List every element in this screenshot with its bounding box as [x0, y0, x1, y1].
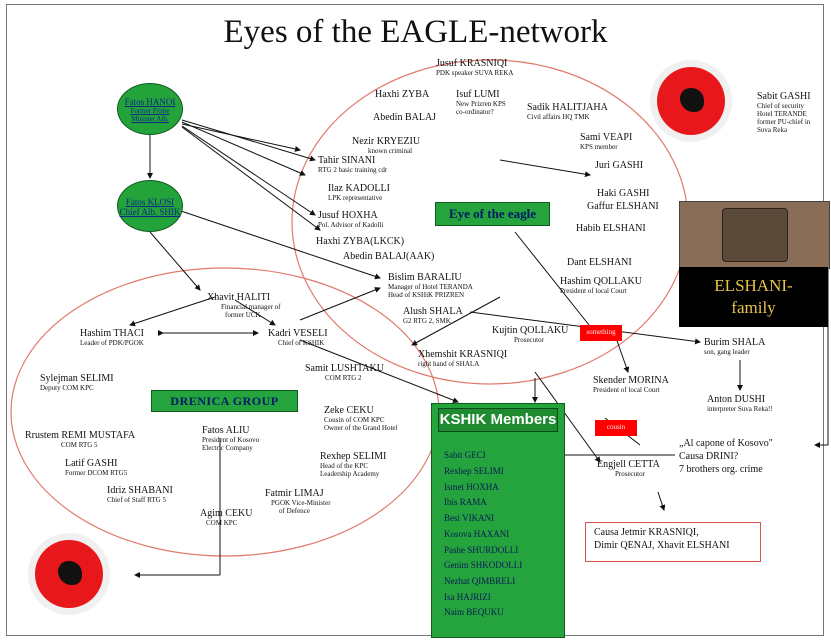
node-role: Chief Alb. SHIK — [119, 207, 181, 217]
person-abedin-balaj-aak: Abedin BALAJ(AAK) — [343, 251, 435, 262]
elshani-line2: family — [731, 298, 776, 317]
kshik-member: Isa HAJRIZI — [444, 592, 491, 602]
kshik-member: Sabit GECI — [444, 450, 486, 460]
person-abedin-balaj: Abedin BALAJ — [373, 112, 437, 123]
kshik-member: Nezhat QIMBRELI — [444, 576, 516, 586]
kshik-member: Ibis RAMA — [444, 497, 487, 507]
kshik-member: Naim BEQUKU — [444, 607, 504, 617]
eye-of-eagle-box: Eye of the eagle — [435, 202, 550, 226]
kosovo-badge — [28, 533, 110, 615]
kshik-member: Rexhep SELIMI — [444, 466, 504, 476]
drenica-group-box: DRENICA GROUP — [151, 390, 298, 412]
kshik-members-panel: KSHIK Members Sabit GECI Rexhep SELIMI I… — [431, 403, 565, 638]
person-juri-gashi: Juri GASHI — [595, 160, 644, 171]
node-role: Minister Alb. — [131, 115, 169, 123]
elshani-family-label: ELSHANI- family — [679, 267, 828, 327]
person-haxhi-zyba: Haxhi ZYBA — [375, 89, 430, 100]
person-haki-gashi: Haki GASHI — [597, 188, 650, 199]
person-gaffur-elshani: Gaffur ELSHANI — [587, 201, 659, 212]
red-tag: something — [580, 325, 622, 341]
page-title: Eyes of the EAGLE-network — [223, 14, 608, 50]
kshik-member: Besi VIKANI — [444, 513, 495, 523]
kshik-member: Kosova HAXANI — [444, 529, 510, 539]
kosovo-badge — [650, 60, 732, 142]
kshik-title: KSHIK Members — [438, 408, 558, 432]
elshani-line1: ELSHANI- — [714, 276, 793, 295]
node-role: Former Prime — [130, 107, 170, 115]
kshik-member: Genim SHKODOLLI — [444, 560, 523, 570]
node-fatos-klosi: Fatos KLOSI Chief Alb. SHIK — [117, 180, 183, 232]
node-name: Fatos HANOI — [124, 97, 176, 107]
node-fatos-hanoi: Fatos HANOI Former Prime Minister Alb. — [117, 83, 183, 135]
person-habib-elshani: Habib ELSHANI — [576, 223, 646, 234]
red-tag: cousin — [595, 420, 637, 436]
kshik-member: Pashe SHURDOLLI — [444, 545, 519, 555]
person-dant-elshani: Dant ELSHANI — [567, 257, 632, 268]
capone-note: „Al capone of Kosovo" Causa DRINI? 7 bro… — [679, 438, 773, 475]
causa-box: Causa Jetmir KRASNIQI, Dimir QENAJ, Xhav… — [585, 522, 761, 562]
elshani-badge-image — [679, 201, 830, 269]
person-haxhi-zyba-lkck: Haxhi ZYBA(LKCK) — [316, 236, 405, 247]
kshik-member: Ismet HOXHA — [444, 482, 499, 492]
node-name: Fatos KLOSI — [125, 197, 175, 207]
